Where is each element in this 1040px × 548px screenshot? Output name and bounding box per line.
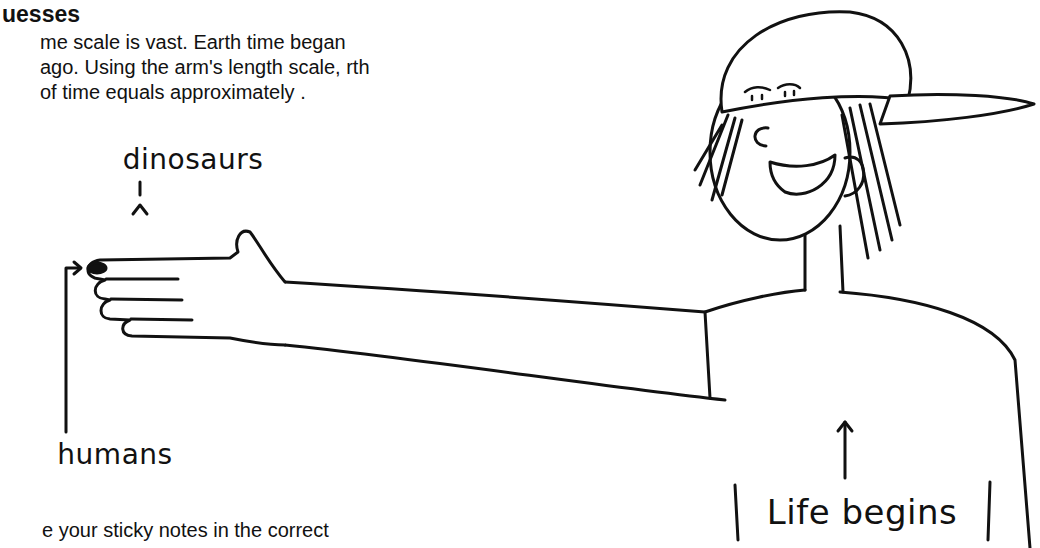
neck [840, 226, 843, 292]
closed-eye [745, 87, 770, 100]
finger-line [131, 319, 192, 320]
humans-arrowhead [74, 262, 81, 274]
life-begins-arrow [844, 422, 847, 478]
timeline-label: dinosaurs [123, 143, 264, 177]
neck [804, 228, 807, 290]
hair-strand [842, 104, 900, 258]
intro-paragraph: me scale is vast. Earth time began ago. … [40, 30, 375, 105]
timeline-label: Life begins [767, 492, 957, 532]
cap-visor [880, 94, 1034, 124]
finger-line [106, 278, 178, 281]
dinosaurs-tick [139, 182, 142, 195]
instruction-text: e your sticky notes in the correct [42, 518, 642, 543]
arm-top-edge [285, 282, 805, 312]
hand-outline [88, 231, 285, 345]
sleeve-seam [705, 312, 710, 398]
fingernail [88, 263, 106, 273]
label-bracket [988, 482, 990, 540]
humans-arrow [66, 268, 80, 432]
life-begins-arrowhead [838, 422, 852, 431]
closed-eye [778, 84, 800, 96]
label-bracket [735, 485, 738, 540]
section-heading: uesses [2, 1, 80, 27]
finger-line [111, 299, 182, 300]
timeline-label: humans [57, 438, 172, 472]
cap-dome [721, 12, 911, 112]
hair-strand [695, 115, 742, 200]
arm-bottom-edge [285, 345, 725, 400]
nose [755, 128, 768, 146]
dinosaurs-caret [133, 205, 147, 214]
smile [770, 155, 835, 194]
